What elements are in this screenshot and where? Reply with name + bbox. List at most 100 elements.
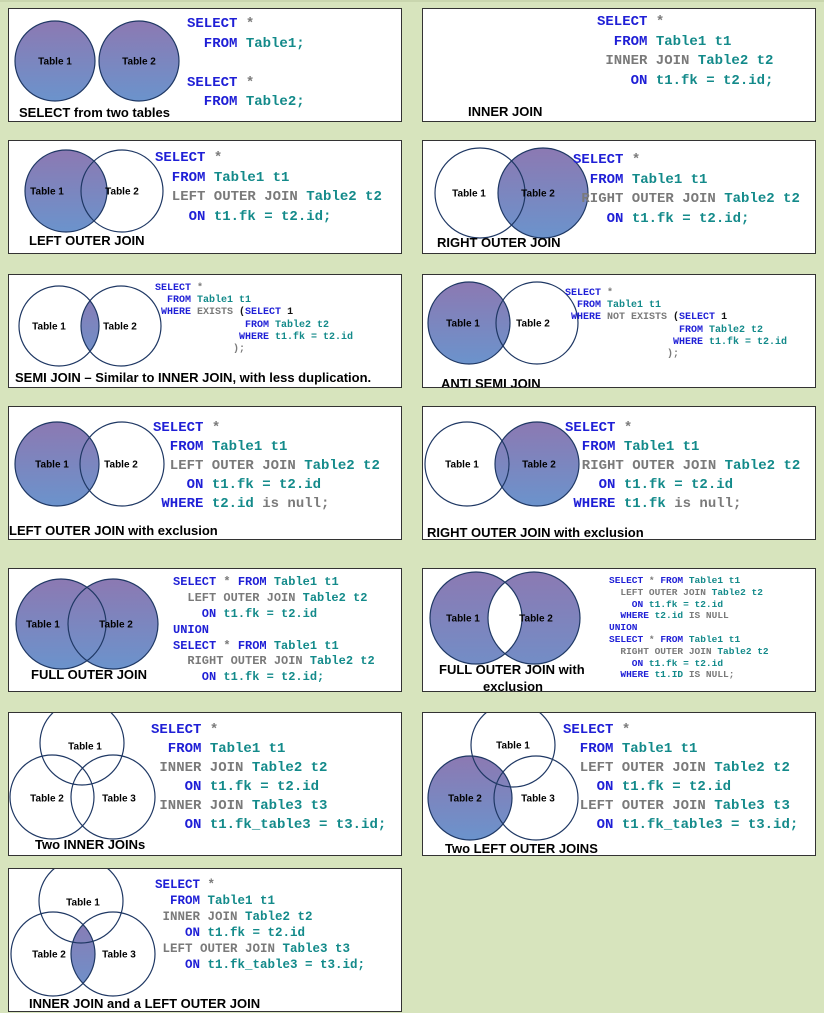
- code-line: SELECT *: [187, 74, 255, 91]
- circle-label: Table 2: [104, 460, 138, 471]
- circle-label: Table 2: [103, 322, 137, 333]
- circle-label: Table 1: [30, 187, 64, 198]
- code-line: SELECT *: [563, 722, 631, 738]
- join-caption: LEFT OUTER JOIN: [29, 233, 145, 248]
- circle-label: Table 3: [102, 794, 136, 805]
- venn-diagram: Table 1 Table 2: [24, 149, 164, 233]
- code-line: FROM Table1 t1: [153, 439, 288, 455]
- code-line: ON t1.fk = t2.id: [153, 477, 322, 493]
- circle-label: Table 2: [99, 620, 133, 631]
- code-line: FROM Table1 t1: [151, 741, 286, 757]
- code-line: ON t1.fk = t2.id: [151, 779, 320, 795]
- code-line: SELECT *: [155, 150, 223, 166]
- circle-label: Table 1: [68, 742, 102, 753]
- code-line: SELECT * FROM Table1 t1: [173, 638, 339, 653]
- venn-diagram: Table 1 Table 2: [15, 578, 159, 670]
- sql-code: SELECT * FROM Table1 t1 RIGHT OUTER JOIN…: [573, 151, 800, 229]
- sql-code: SELECT * FROM Table1 t1 WHERE NOT EXISTS…: [565, 288, 787, 361]
- code-line: ON t1.fk_table3 = t3.id;: [151, 817, 387, 833]
- code-line: SELECT *: [565, 420, 633, 436]
- code-line: ON t1.fk = t2.id: [173, 606, 318, 621]
- circle-label: Table 2: [105, 187, 139, 198]
- code-line: INNER JOIN Table3 t3: [151, 798, 328, 814]
- join-caption: Two LEFT OUTER JOINS: [445, 841, 598, 856]
- code-line: [187, 54, 305, 74]
- code-line: FROM Table1;: [187, 35, 305, 52]
- code-line: LEFT OUTER JOIN Table3 t3: [563, 798, 790, 814]
- code-line: FROM Table1 t1: [565, 300, 662, 312]
- join-caption: ANTI SEMI JOIN: [441, 376, 541, 388]
- code-line: SELECT *: [151, 722, 219, 738]
- code-line: UNION: [173, 622, 210, 637]
- code-line: ON t1.fk = t2.id: [609, 598, 724, 610]
- code-line: LEFT OUTER JOIN Table3 t3: [155, 942, 351, 956]
- code-line: ON t1.fk = t2.id;: [173, 670, 325, 685]
- code-line: ON t1.fk = t2.id: [563, 779, 732, 795]
- join-caption: RIGHT OUTER JOIN with exclusion: [427, 525, 644, 540]
- join-caption: SELECT from two tables: [19, 105, 170, 120]
- code-line: INNER JOIN Table2 t2: [597, 53, 774, 69]
- circle-label: Table 1: [35, 460, 69, 471]
- code-line: SELECT *: [155, 878, 216, 892]
- circle-label: Table 1: [66, 898, 100, 909]
- code-line: FROM Table1 t1: [563, 741, 698, 757]
- code-line: FROM Table1 t1: [155, 894, 276, 908]
- code-line: SELECT *: [187, 16, 255, 32]
- top-border: [0, 0, 824, 2]
- sql-code: SELECT * FROM Table1 t1 LEFT OUTER JOIN …: [173, 575, 375, 686]
- code-line: SELECT *: [153, 420, 221, 436]
- code-line: WHERE t1.fk is null;: [565, 496, 742, 512]
- circle-label: Table 1: [452, 189, 486, 200]
- code-line: ON t1.fk = t2.id: [609, 657, 724, 669]
- sql-code: SELECT * FROM Table1 t1 INNER JOIN Table…: [155, 877, 365, 973]
- circle-label: Table 2: [448, 794, 482, 805]
- join-panel: Table 1 Table 2 RIGHT OUTER JOIN with excl…: [422, 406, 816, 540]
- sql-code: SELECT * FROM Table1 t1 LEFT OUTER JOIN …: [609, 575, 769, 681]
- code-line: SELECT *: [573, 152, 641, 168]
- circle-label: Table 2: [521, 189, 555, 200]
- venn-diagram: Table 1 Table 2: [424, 421, 580, 507]
- circle-label: Table 2: [122, 57, 156, 68]
- circle-label: Table 1: [445, 460, 479, 471]
- join-caption: FULL OUTER JOIN: [31, 667, 148, 682]
- code-line: LEFT OUTER JOIN Table2 t2: [173, 590, 368, 605]
- circle-label: Table 1: [32, 322, 66, 333]
- circle-label: Table 3: [521, 794, 555, 805]
- code-line: WHERE t2.id IS NULL: [609, 610, 729, 622]
- code-line: SELECT * FROM Table1 t1: [173, 575, 339, 589]
- code-line: INNER JOIN Table2 t2: [151, 760, 328, 776]
- circle-label: Table 2: [522, 460, 556, 471]
- circle-label: Table 2: [516, 319, 550, 330]
- code-line: );: [155, 343, 246, 355]
- circle-label: Table 1: [496, 741, 530, 752]
- code-line: RIGHT OUTER JOIN Table2 t2: [573, 191, 800, 207]
- circle-label: Table 1: [26, 620, 60, 631]
- code-line: WHERE t2.id is null;: [153, 496, 330, 512]
- code-line: ON t1.fk = t2.id: [565, 477, 734, 493]
- code-line: WHERE t1.ID IS NULL;: [609, 669, 735, 681]
- code-line: ON t1.fk_table3 = t3.id;: [563, 817, 799, 833]
- code-line: WHERE t1.fk = t2.id: [155, 331, 354, 343]
- code-line: RIGHT OUTER JOIN Table2 t2: [565, 458, 801, 474]
- join-panel: Table 1 Table 2 Table 3 Two LEFT OUTER JOIN…: [422, 712, 816, 856]
- code-line: FROM Table1 t1: [573, 171, 708, 188]
- code-line: LEFT OUTER JOIN Table2 t2: [153, 458, 380, 474]
- code-line: WHERE t1.fk = t2.id: [565, 336, 788, 348]
- sql-code: SELECT * FROM Table1 t1 LEFT OUTER JOIN …: [563, 721, 798, 835]
- sql-code: SELECT * FROM Table1 t1 WHERE EXISTS (SE…: [155, 283, 353, 356]
- code-line: UNION: [609, 622, 638, 634]
- sql-code: SELECT * FROM Table1 t1 RIGHT OUTER JOIN…: [565, 419, 800, 514]
- code-line: FROM Table1 t1: [155, 169, 290, 186]
- code-line: ON t1.fk = t2.id;: [155, 208, 332, 225]
- code-line: SELECT *: [155, 283, 204, 294]
